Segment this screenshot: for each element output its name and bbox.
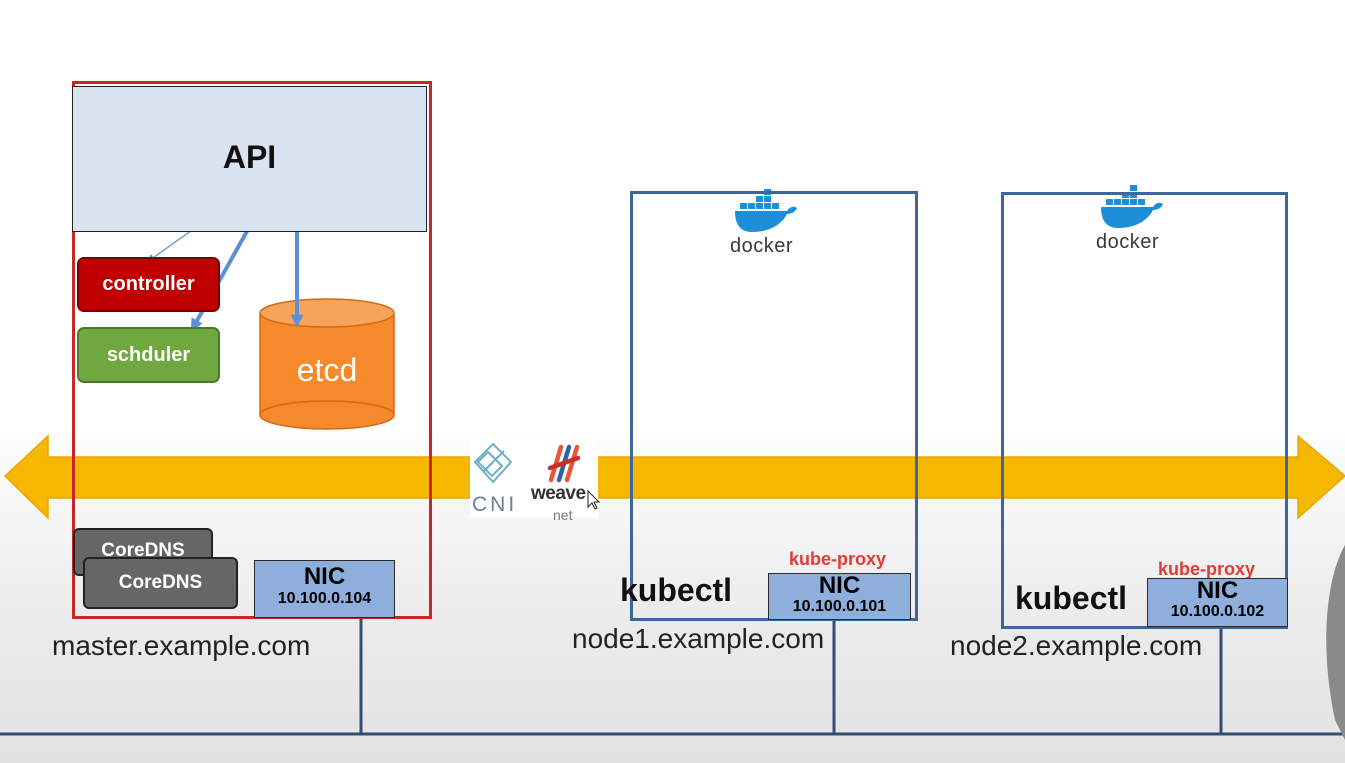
- nic-ip: 10.100.0.102: [1170, 603, 1265, 620]
- coredns-label: CoreDNS: [118, 572, 203, 593]
- weave-label: weave: [531, 483, 586, 504]
- node1-docker-label: docker: [730, 235, 794, 257]
- nic-label: NIC: [1196, 577, 1239, 604]
- master-nic-box: NIC 10.100.0.104: [254, 560, 395, 618]
- controller-label: controller: [102, 273, 195, 295]
- node2-kube-proxy-label: kube-proxy: [1158, 559, 1256, 579]
- nic-ip: 10.100.0.104: [277, 590, 372, 607]
- node1-nic-box: NIC 10.100.0.101: [768, 573, 911, 620]
- nic-label: NIC: [303, 563, 346, 590]
- coredns-pod-front: CoreDNS: [83, 557, 238, 609]
- node2-box: [1001, 192, 1288, 629]
- node2-nic-box: NIC 10.100.0.102: [1147, 578, 1288, 627]
- node1-kubectl-label: kubectl: [620, 572, 733, 608]
- node2-hostname: node2.example.com: [950, 630, 1203, 661]
- coredns-label: CoreDNS: [101, 540, 185, 561]
- node2-kubectl-label: kubectl: [1015, 580, 1128, 616]
- node1-hostname: node1.example.com: [572, 623, 825, 654]
- node1-kube-proxy-label: kube-proxy: [789, 549, 887, 569]
- master-hostname: master.example.com: [52, 630, 311, 661]
- weave-net-label: net: [553, 507, 573, 523]
- edge-decoration: [1326, 545, 1345, 740]
- nic-label: NIC: [818, 572, 861, 599]
- master-node-box: [72, 81, 432, 619]
- node2-docker-label: docker: [1096, 231, 1160, 253]
- api-server-box: [72, 86, 427, 232]
- network-arrow: [3, 434, 1345, 520]
- scheduler-label: schduler: [106, 343, 191, 366]
- cni-label: CNI: [472, 493, 518, 516]
- nic-ip: 10.100.0.101: [792, 598, 887, 615]
- etcd-label: etcd: [296, 352, 358, 388]
- api-label: API: [222, 139, 277, 175]
- controller-box: controller: [77, 257, 220, 312]
- scheduler-box: schduler: [77, 327, 220, 383]
